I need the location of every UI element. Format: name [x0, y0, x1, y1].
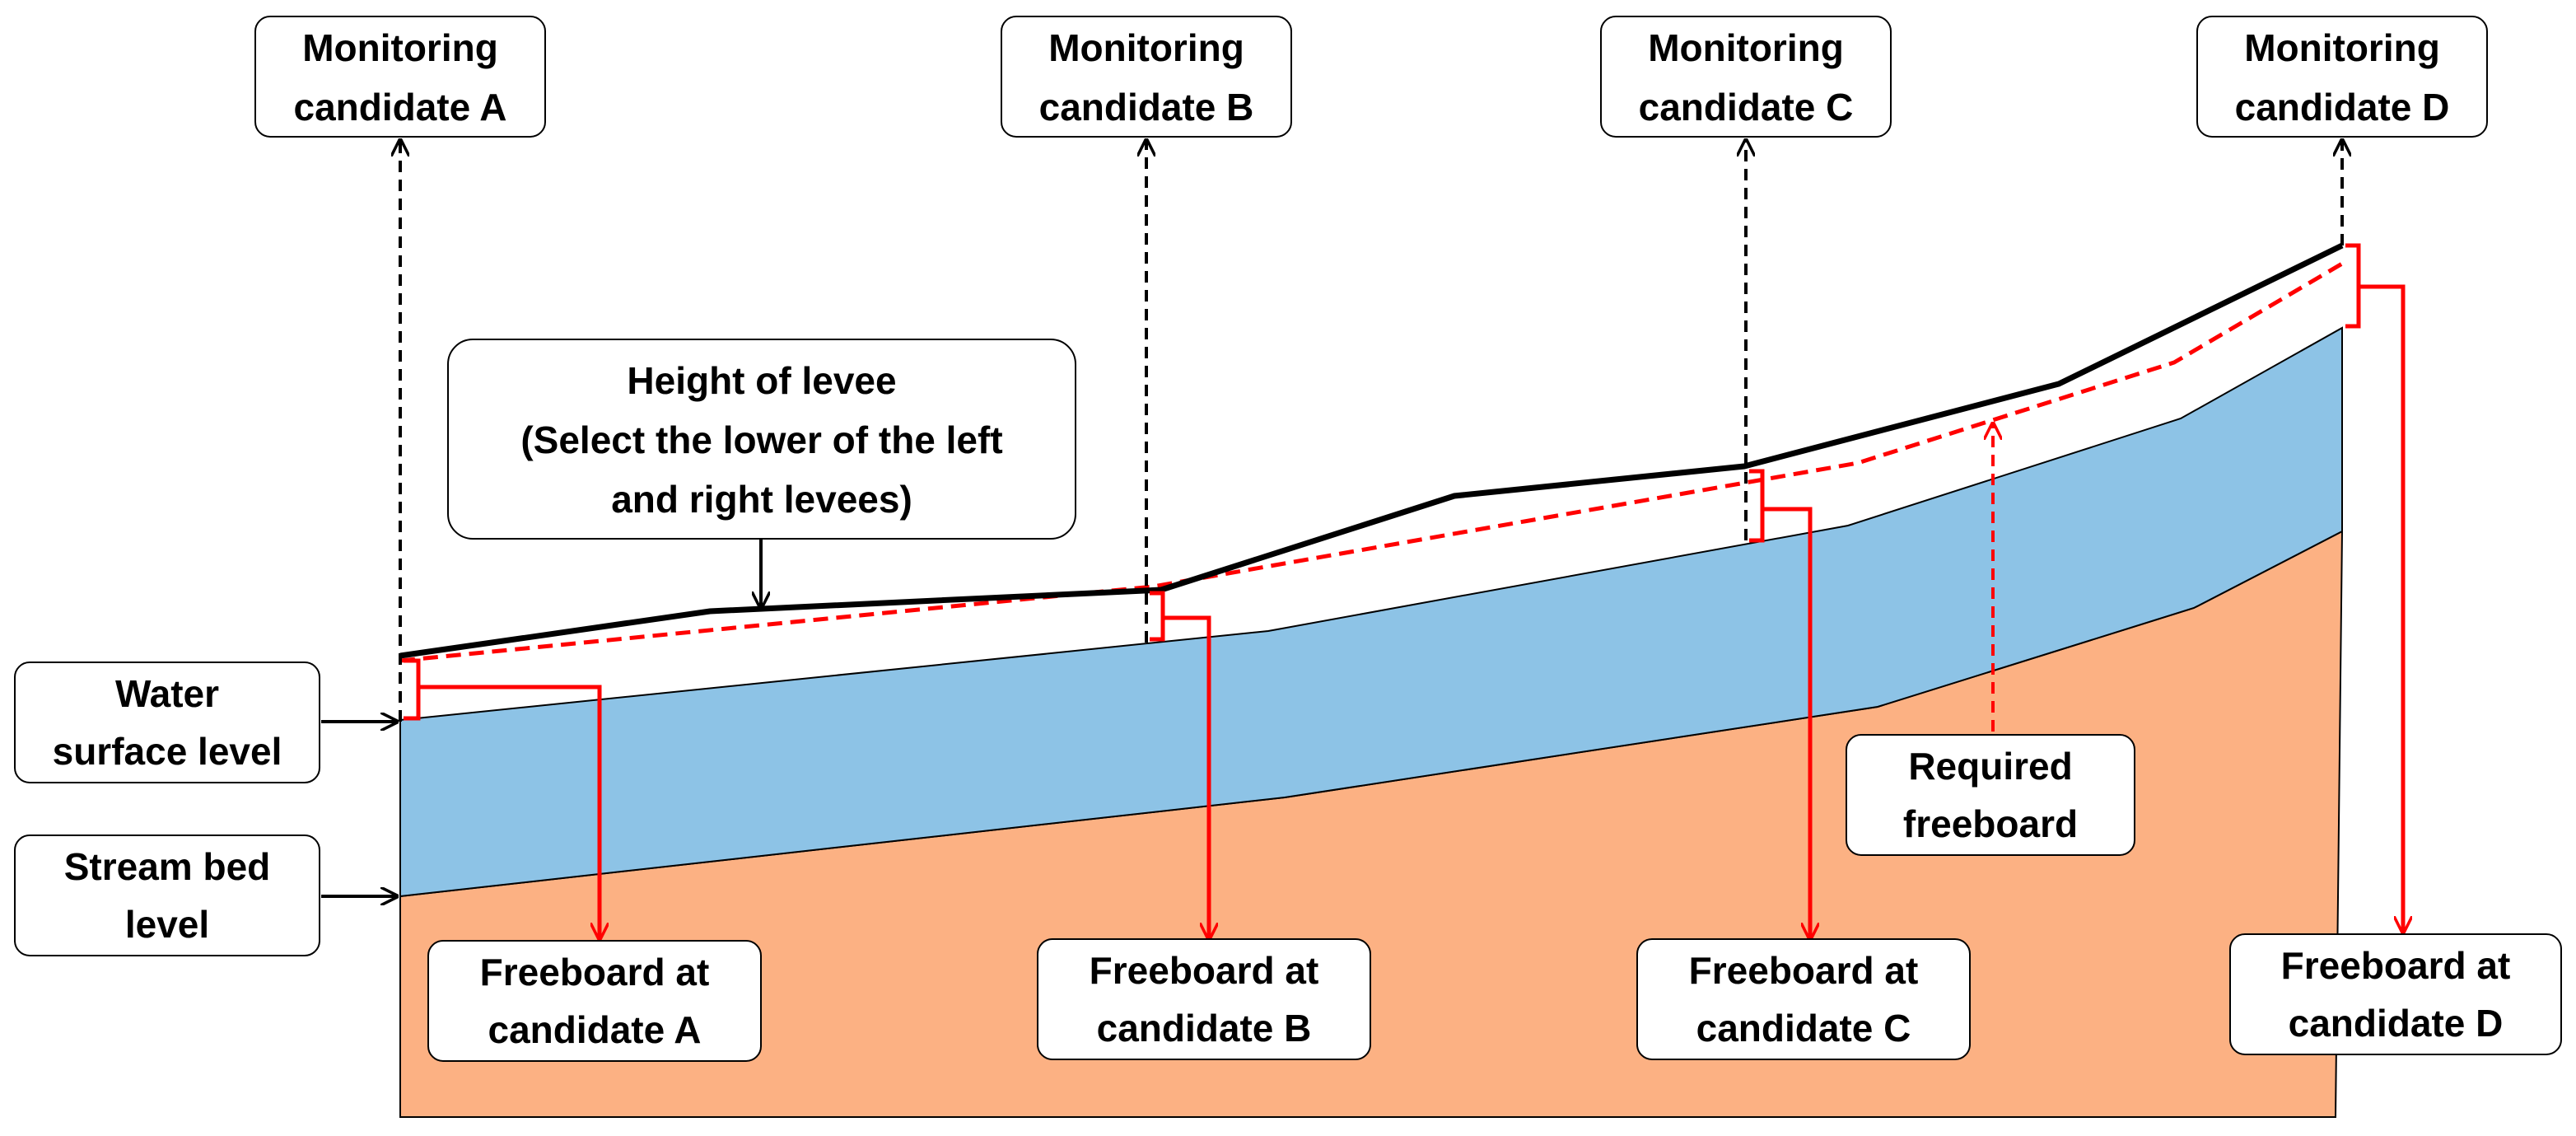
freeboard-c-line2: candidate C	[1696, 1007, 1911, 1050]
monitoring-d-line2: candidate D	[2235, 86, 2450, 129]
monitoring-candidate-c-box: Monitoring candidate C	[1600, 16, 1892, 138]
monitoring-c-line1: Monitoring	[1648, 26, 1844, 69]
freeboard-b-line1: Freeboard at	[1090, 949, 1319, 992]
monitoring-candidate-a-box: Monitoring candidate A	[254, 16, 546, 138]
freeboard-d-box: Freeboard at candidate D	[2229, 933, 2562, 1055]
freeboard-a-line2: candidate A	[488, 1008, 701, 1051]
freeboard-bracket-a	[404, 658, 600, 939]
stream-bed-line1: Stream bed	[64, 845, 271, 888]
water-area	[399, 326, 2343, 898]
monitoring-c-line2: candidate C	[1639, 86, 1854, 129]
required-freeboard-box: Required freeboard	[1846, 734, 2135, 856]
freeboard-c-line1: Freeboard at	[1689, 949, 1919, 992]
levee-height-line	[399, 242, 2344, 659]
water-surface-box: Water surface level	[14, 661, 320, 783]
water-surface-line1: Water	[115, 672, 219, 715]
required-freeboard-line2: freeboard	[1903, 802, 2078, 845]
monitoring-a-line2: candidate A	[293, 86, 506, 129]
freeboard-b-line2: candidate B	[1097, 1007, 1312, 1050]
freeboard-d-line1: Freeboard at	[2281, 944, 2511, 987]
levee-height-box: Height of levee (Select the lower of the…	[447, 339, 1076, 540]
freeboard-bracket-c	[1749, 469, 1810, 939]
required-freeboard-line1: Required	[1908, 745, 2072, 788]
monitoring-b-line2: candidate B	[1039, 86, 1254, 129]
stream-bed-box: Stream bed level	[14, 834, 320, 956]
freeboard-d-line2: candidate D	[2289, 1002, 2504, 1045]
monitoring-candidate-b-box: Monitoring candidate B	[1001, 16, 1292, 138]
monitoring-a-line1: Monitoring	[302, 26, 498, 69]
freeboard-bracket-b	[1150, 591, 1209, 939]
freeboard-bracket-d	[2345, 243, 2403, 933]
water-surface-line2: surface level	[53, 730, 282, 773]
freeboard-c-box: Freeboard at candidate C	[1636, 938, 1971, 1060]
levee-height-line3: and right levees)	[611, 478, 912, 521]
freeboard-a-box: Freeboard at candidate A	[427, 940, 762, 1062]
freeboard-b-box: Freeboard at candidate B	[1037, 938, 1371, 1060]
monitoring-candidate-d-box: Monitoring candidate D	[2196, 16, 2488, 138]
monitoring-b-line1: Monitoring	[1048, 26, 1244, 69]
levee-height-line2: (Select the lower of the left	[520, 418, 1002, 461]
monitoring-d-line1: Monitoring	[2244, 26, 2440, 69]
freeboard-a-line1: Freeboard at	[480, 951, 710, 993]
stream-bed-line2: level	[125, 903, 209, 946]
levee-height-line1: Height of levee	[627, 359, 896, 402]
required-freeboard-line	[399, 261, 2344, 663]
